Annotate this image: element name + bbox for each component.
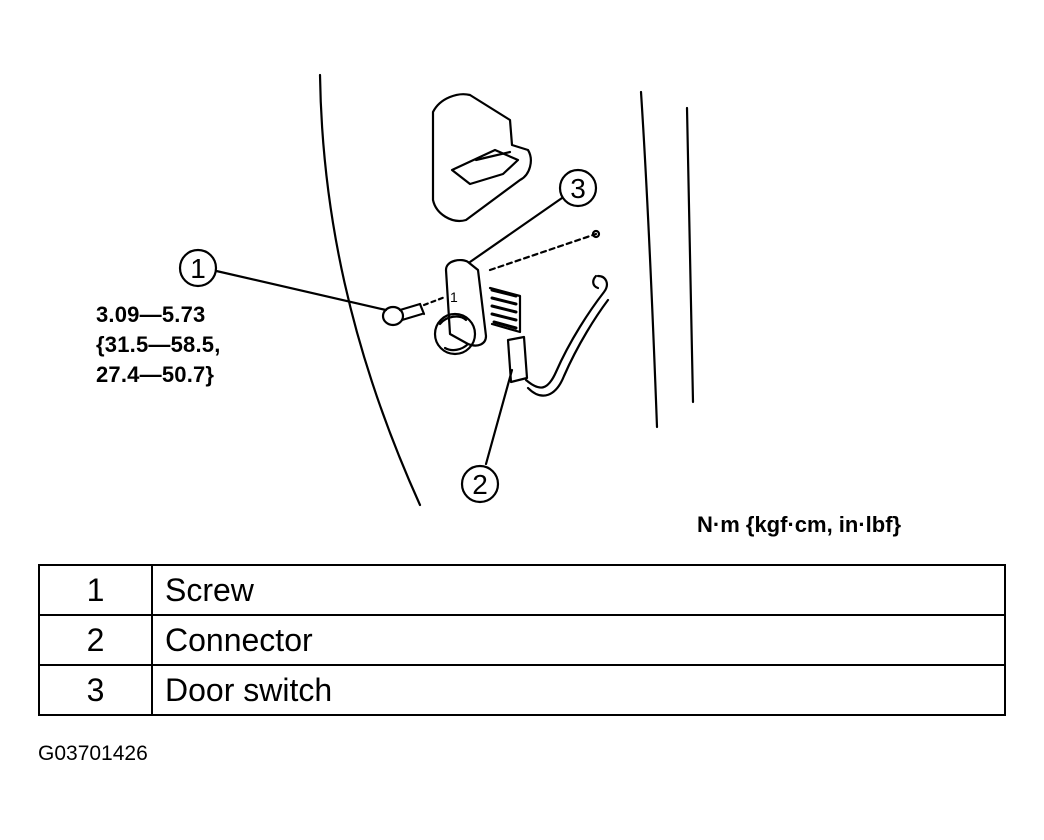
pillar-line-left [639, 90, 659, 429]
callout-circle-1 [178, 248, 218, 288]
legend-label: Connector [151, 614, 1006, 666]
door-switch-diagram: 1 1 3 2 [178, 73, 695, 507]
callout-2-label: 2 [472, 469, 488, 500]
torque-spec: 3.09—5.73 {31.5—58.5, 27.4—50.7} [96, 300, 221, 390]
torque-units: N·m {kgf·cm, in·lbf} [697, 512, 902, 537]
leader-line-2 [484, 368, 514, 466]
callout-circle-3 [558, 168, 598, 208]
legend-label: Door switch [151, 664, 1006, 716]
callout-3-label: 3 [570, 173, 586, 204]
wire-harness [524, 274, 608, 389]
torque-spec-line-3: 27.4—50.7} [96, 362, 215, 387]
table-row: 1 Screw [38, 564, 1006, 616]
legend-num: 1 [38, 564, 153, 616]
switch-plunger [433, 312, 477, 356]
callout-circle-2 [460, 464, 500, 504]
leader-line-3 [468, 196, 564, 264]
switch-spring [490, 288, 518, 330]
callout-1-label: 1 [190, 253, 206, 284]
parts-legend-table: 1 Screw 2 Connector 3 Door switch [38, 564, 1006, 716]
legend-num: 2 [38, 614, 153, 666]
leader-line-1 [210, 268, 388, 312]
striker-bracket [431, 93, 532, 222]
figure-code: G03701426 [38, 742, 148, 765]
connector [506, 335, 529, 384]
plate-part-mark: 1 [450, 289, 458, 305]
table-row: 3 Door switch [38, 664, 1006, 716]
legend-num: 3 [38, 664, 153, 716]
legend-label: Screw [151, 564, 1006, 616]
torque-spec-line-2: {31.5—58.5, [96, 332, 221, 357]
table-row: 2 Connector [38, 614, 1006, 666]
door-edge-line [318, 73, 422, 507]
screw-head [381, 305, 405, 327]
pillar-line-right [685, 106, 695, 404]
torque-spec-line-1: 3.09—5.73 [96, 302, 206, 327]
